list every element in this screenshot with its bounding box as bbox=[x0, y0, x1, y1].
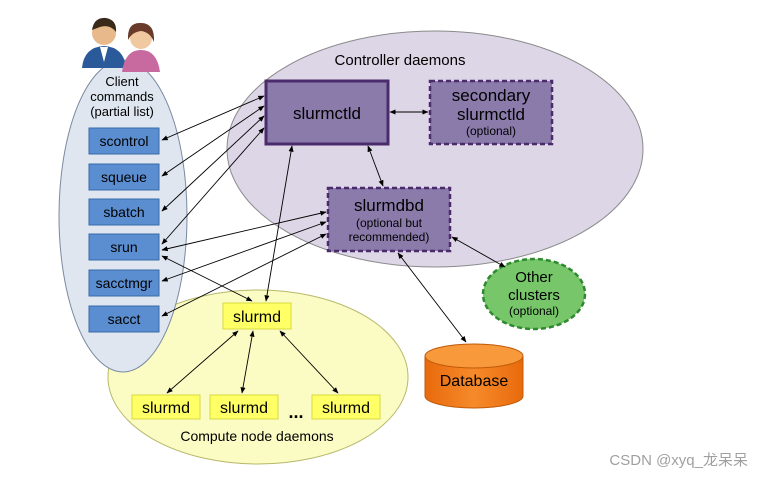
slurmd-node-1: slurmd bbox=[131, 394, 201, 420]
other-clusters-node: Other clusters (optional) bbox=[481, 257, 587, 331]
other-clusters-note: (optional) bbox=[509, 304, 559, 318]
slurmdbd-label: slurmdbd bbox=[354, 196, 424, 215]
secondary-slurmctld-note: (optional) bbox=[466, 124, 516, 138]
database-icon: Database bbox=[424, 343, 524, 409]
slurmctld-label: slurmctld bbox=[293, 104, 361, 123]
arrow-slurmctld-slurmd bbox=[264, 145, 294, 302]
compute-ellipsis: ... bbox=[288, 402, 303, 422]
users-icon bbox=[82, 17, 160, 72]
slurmd-node-3: slurmd bbox=[311, 394, 381, 420]
arrow-slurmctld-slurmdbd bbox=[367, 145, 384, 187]
command-label-squeue: squeue bbox=[101, 169, 147, 185]
slurmd-top-box: slurmd bbox=[222, 302, 292, 330]
arrow-slurmdbd-database bbox=[397, 252, 467, 343]
command-label-sacct: sacct bbox=[108, 311, 141, 327]
command-box-scontrol: scontrol bbox=[88, 127, 160, 155]
slurmd-top-label: slurmd bbox=[233, 309, 281, 326]
command-label-scontrol: scontrol bbox=[99, 133, 148, 149]
command-label-sacctmgr: sacctmgr bbox=[96, 275, 153, 291]
client-commands-title-line2: commands bbox=[90, 89, 154, 104]
command-label-srun: srun bbox=[110, 239, 137, 255]
command-box-srun: srun bbox=[88, 233, 160, 261]
controller-daemons-title: Controller daemons bbox=[335, 52, 466, 69]
csdn-watermark: CSDN @xyq_龙呆呆 bbox=[609, 452, 748, 469]
command-box-sacct: sacct bbox=[88, 305, 160, 333]
connection-arrows bbox=[161, 95, 506, 394]
command-label-sbatch: sbatch bbox=[103, 204, 144, 220]
client-commands-title-line3: (partial list) bbox=[90, 104, 154, 119]
slurmd-node-2-label: slurmd bbox=[220, 400, 268, 417]
client-commands-title-line1: Client bbox=[105, 74, 139, 89]
slurmdbd-note-line1: (optional but bbox=[356, 216, 423, 230]
compute-node-daemons-title: Compute node daemons bbox=[180, 428, 333, 444]
command-box-sacctmgr: sacctmgr bbox=[88, 269, 160, 297]
slurmd-node-2: slurmd bbox=[209, 394, 279, 420]
arrow-slurmd-node3 bbox=[279, 330, 339, 394]
command-box-sbatch: sbatch bbox=[88, 198, 160, 226]
secondary-slurmctld-box: secondary slurmctld (optional) bbox=[428, 79, 554, 146]
slurmd-node-1-label: slurmd bbox=[142, 400, 190, 417]
arrow-slurmd-node1 bbox=[166, 330, 239, 394]
slurmdbd-note-line2: recommended) bbox=[349, 230, 430, 244]
slurmdbd-box: slurmdbd (optional but recommended) bbox=[326, 186, 452, 253]
arrow-srun-slurmd bbox=[161, 255, 253, 302]
other-clusters-label-line2: clusters bbox=[508, 287, 560, 304]
other-clusters-label-line1: Other bbox=[515, 269, 553, 286]
slurmctld-box: slurmctld bbox=[264, 79, 390, 146]
slurmd-node-3-label: slurmd bbox=[322, 400, 370, 417]
database-label: Database bbox=[440, 373, 509, 390]
arrow-slurmd-node2 bbox=[240, 330, 255, 394]
command-box-squeue: squeue bbox=[88, 163, 160, 191]
secondary-slurmctld-label-line2: slurmctld bbox=[457, 105, 525, 124]
arrow-slurmdbd-otherclusters bbox=[451, 236, 506, 268]
secondary-slurmctld-label-line1: secondary bbox=[452, 86, 531, 105]
